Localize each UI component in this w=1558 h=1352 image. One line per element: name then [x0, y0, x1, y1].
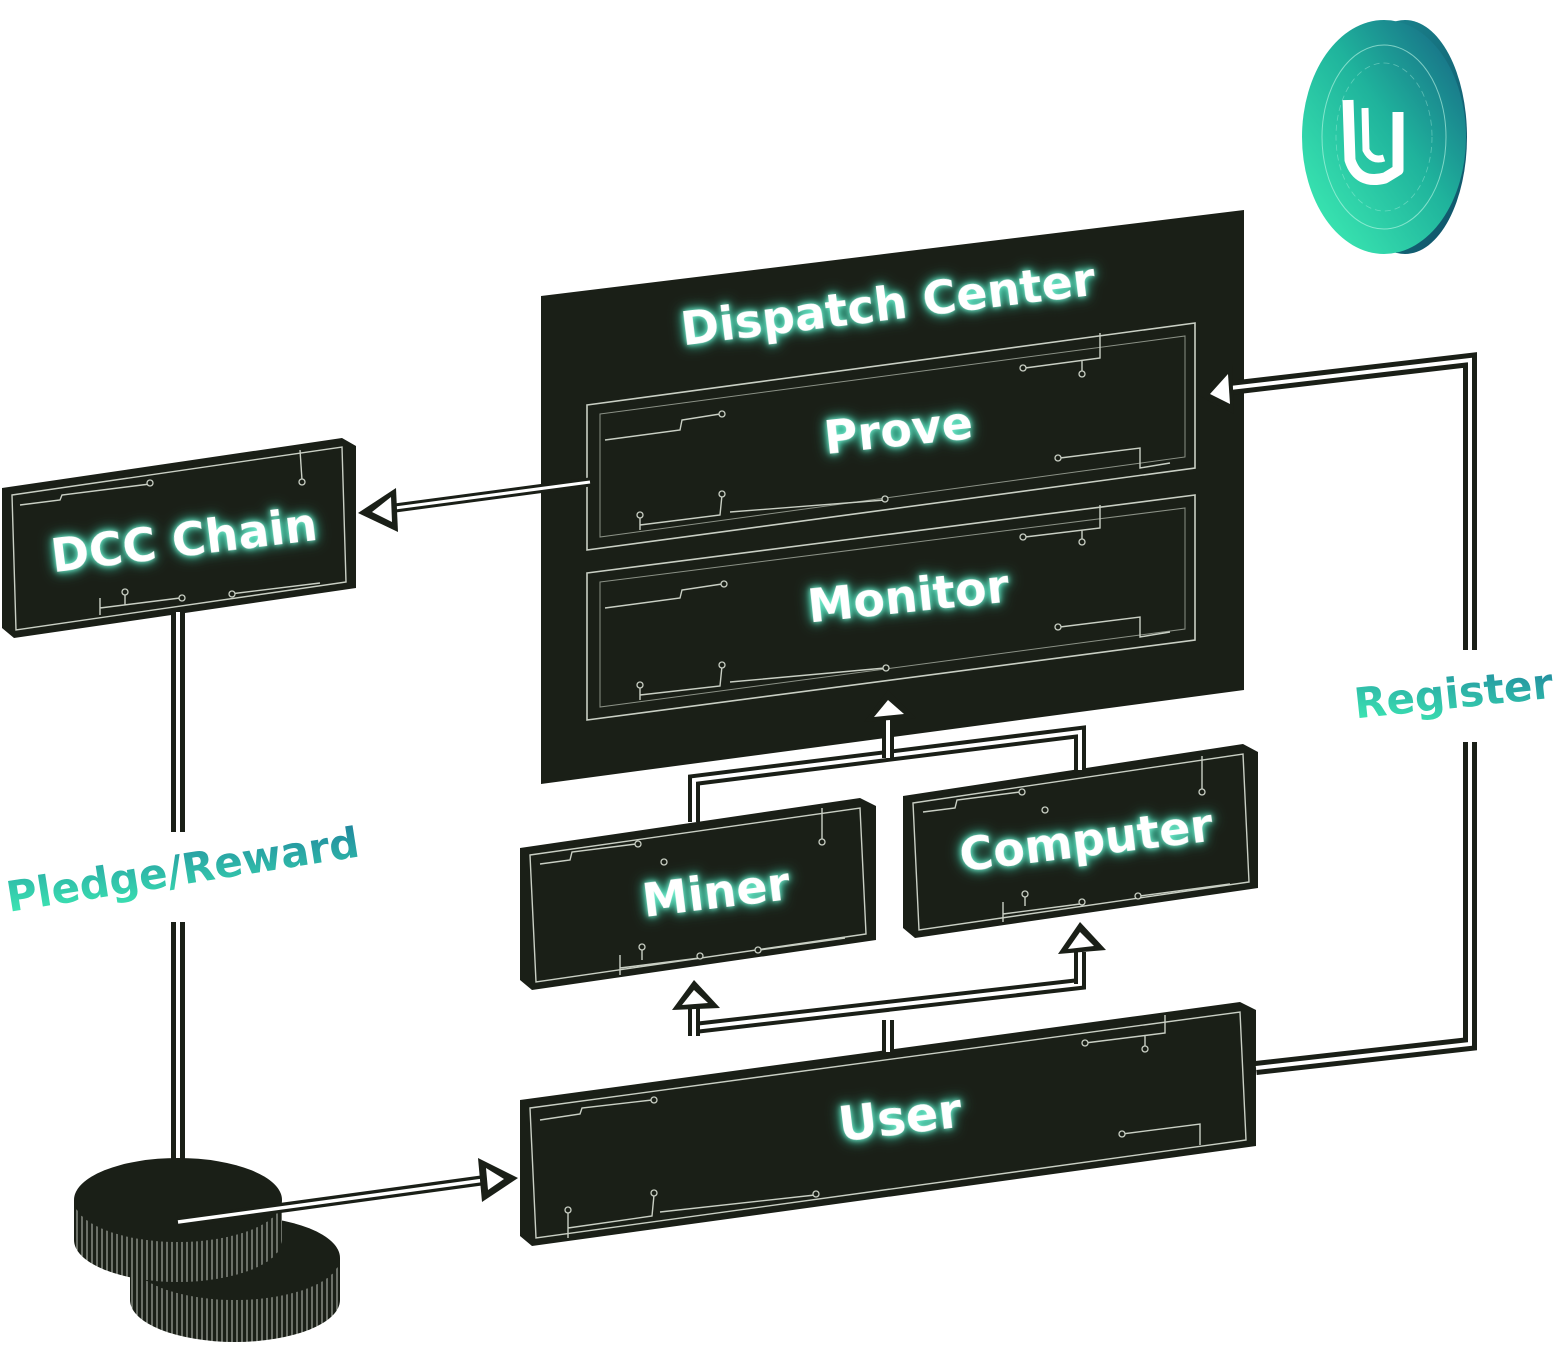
dispatch-center-panel: Dispatch Center Prove: [541, 210, 1244, 784]
prove-box: Prove: [586, 322, 1196, 551]
user-box: User: [520, 1002, 1256, 1246]
register-connector: [1196, 352, 1477, 1075]
arrow-prove-to-dcc: [358, 477, 591, 532]
monitor-box: Monitor: [586, 494, 1196, 721]
logo-coin-icon: [1302, 20, 1467, 254]
arrow-workers-to-monitor: [688, 690, 1086, 822]
register-label: Register: [1352, 659, 1556, 729]
arrow-coins-to-user: [177, 1158, 518, 1227]
miner-box: Miner: [520, 798, 876, 990]
dcc-chain-box: DCC Chain: [2, 438, 356, 638]
coin-stack-icon: [74, 1158, 340, 1342]
pledge-reward-label: Pledge/Reward: [3, 818, 363, 922]
arrow-user-to-workers: [672, 922, 1106, 1052]
computer-box: Computer: [903, 744, 1258, 938]
